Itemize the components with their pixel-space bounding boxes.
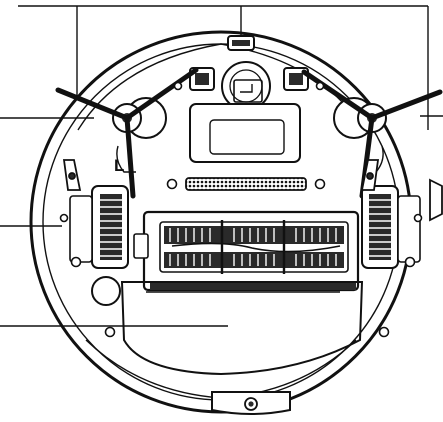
rear-caster <box>91 276 121 306</box>
left-side-brush <box>55 67 199 199</box>
left-drive-wheel <box>69 185 129 269</box>
right-drive-wheel <box>361 185 421 269</box>
side-charging-contacts <box>62 159 443 222</box>
screws <box>59 81 423 338</box>
dust-bin <box>120 281 364 376</box>
cliff-sensors <box>189 67 309 91</box>
callout-lines <box>0 5 443 327</box>
main-roller-brush <box>133 210 360 292</box>
rear-release-tab <box>211 391 291 415</box>
vent-grille <box>185 177 307 191</box>
left-side-label: L <box>114 156 124 175</box>
front-caster-wheel <box>221 35 271 111</box>
battery-cover <box>189 103 301 163</box>
